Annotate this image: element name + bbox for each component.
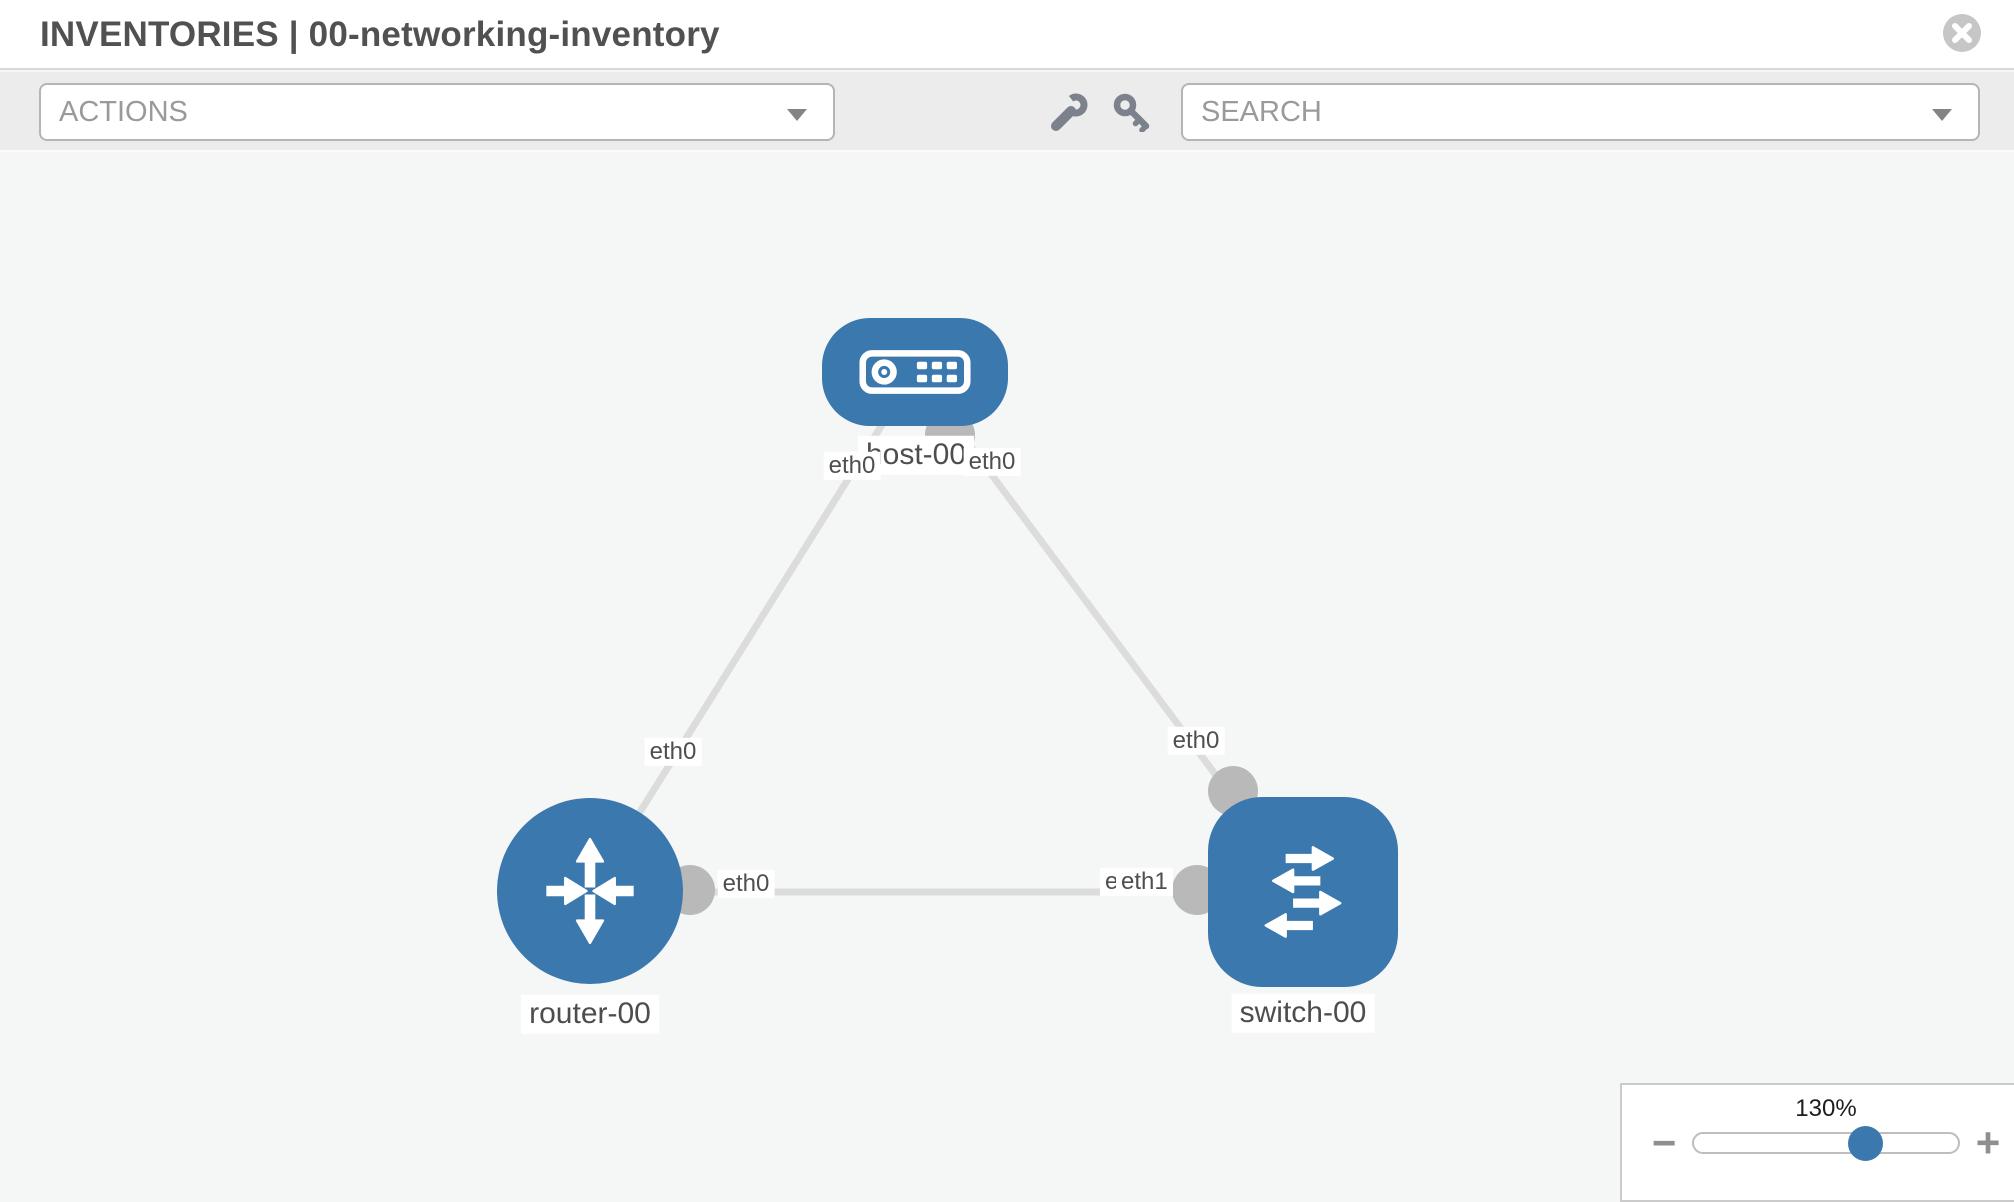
iface-label-host-to-switch: eth0 xyxy=(963,447,1021,477)
page-title: INVENTORIES | 00-networking-inventory xyxy=(40,15,720,54)
node-host-00[interactable] xyxy=(822,318,1008,426)
iface-label-switch-eth1: eth1 xyxy=(1116,867,1173,897)
node-router-00[interactable] xyxy=(497,798,683,984)
node-switch-00[interactable] xyxy=(1208,797,1398,987)
toolbar: ACTIONS SEARCH xyxy=(0,72,2014,152)
key-icon[interactable] xyxy=(1112,92,1152,132)
zoom-slider-thumb[interactable] xyxy=(1848,1126,1883,1161)
search-dropdown[interactable]: SEARCH xyxy=(1181,83,1980,141)
iface-label-router-to-switch: eth0 xyxy=(717,869,775,899)
zoom-panel: 130% − + xyxy=(1620,1083,2014,1202)
close-button[interactable] xyxy=(1943,14,1981,52)
actions-dropdown[interactable]: ACTIONS xyxy=(39,83,835,141)
chevron-down-icon xyxy=(787,109,807,121)
zoom-out-button[interactable]: − xyxy=(1651,1119,1677,1166)
switch-icon xyxy=(1264,846,1342,938)
node-label-router: router-00 xyxy=(521,994,659,1034)
iface-label-router-from-host: eth0 xyxy=(644,737,702,767)
node-label-switch: switch-00 xyxy=(1231,993,1375,1033)
topology-links-layer xyxy=(587,369,1306,915)
wrench-icon[interactable] xyxy=(1048,92,1088,132)
zoom-slider-track[interactable] xyxy=(1692,1132,1960,1154)
router-icon xyxy=(546,837,634,945)
header-bar: INVENTORIES | 00-networking-inventory xyxy=(0,0,2014,70)
topology-canvas: host-00 router-00 switch-00 eth0 eth0 et… xyxy=(0,154,2014,1200)
zoom-in-button[interactable]: + xyxy=(1975,1119,2001,1166)
search-dropdown-label: SEARCH xyxy=(1201,96,1322,128)
chevron-down-icon xyxy=(1932,109,1952,121)
zoom-level-label: 130% xyxy=(1795,1095,1857,1122)
x-icon xyxy=(1952,23,1972,43)
actions-dropdown-label: ACTIONS xyxy=(59,96,188,128)
host-icon xyxy=(859,350,971,394)
iface-label-host-to-router: eth0 xyxy=(823,451,881,481)
iface-label-switch-from-host: eth0 xyxy=(1167,726,1225,756)
